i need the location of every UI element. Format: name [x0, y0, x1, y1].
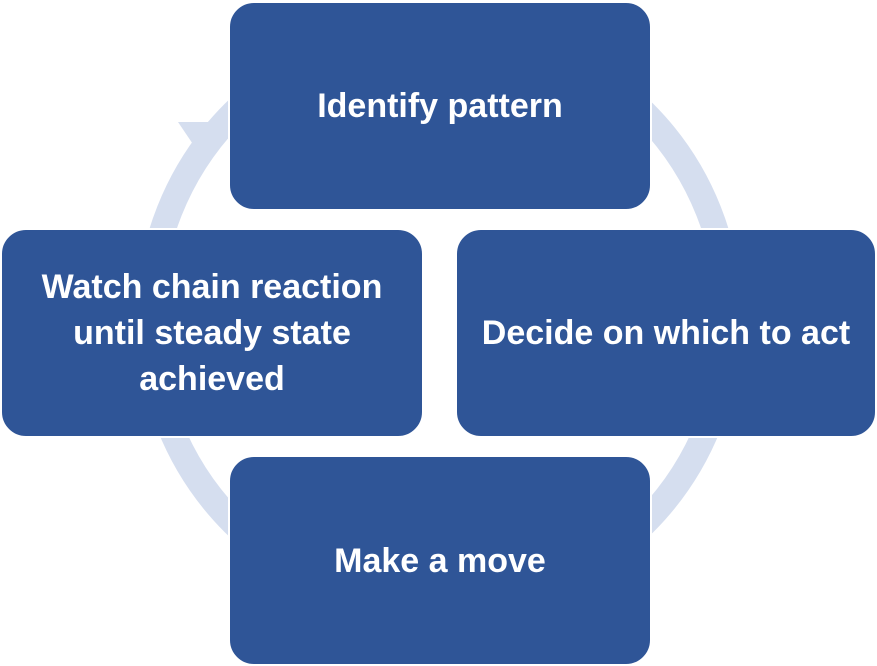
step-identify-pattern: Identify pattern [228, 1, 652, 211]
step-decide-on-which-to-act: Decide on which to act [455, 228, 877, 438]
step-label: Watch chain reaction until steady state … [41, 268, 383, 398]
step-watch-chain-reaction: Watch chain reaction until steady state … [0, 228, 424, 438]
step-make-a-move: Make a move [228, 455, 652, 666]
cycle-arrowhead-icon [178, 122, 225, 162]
step-label: Identify pattern [317, 87, 563, 125]
step-label: Make a move [334, 541, 546, 580]
step-label: Decide on which to act [481, 314, 851, 352]
